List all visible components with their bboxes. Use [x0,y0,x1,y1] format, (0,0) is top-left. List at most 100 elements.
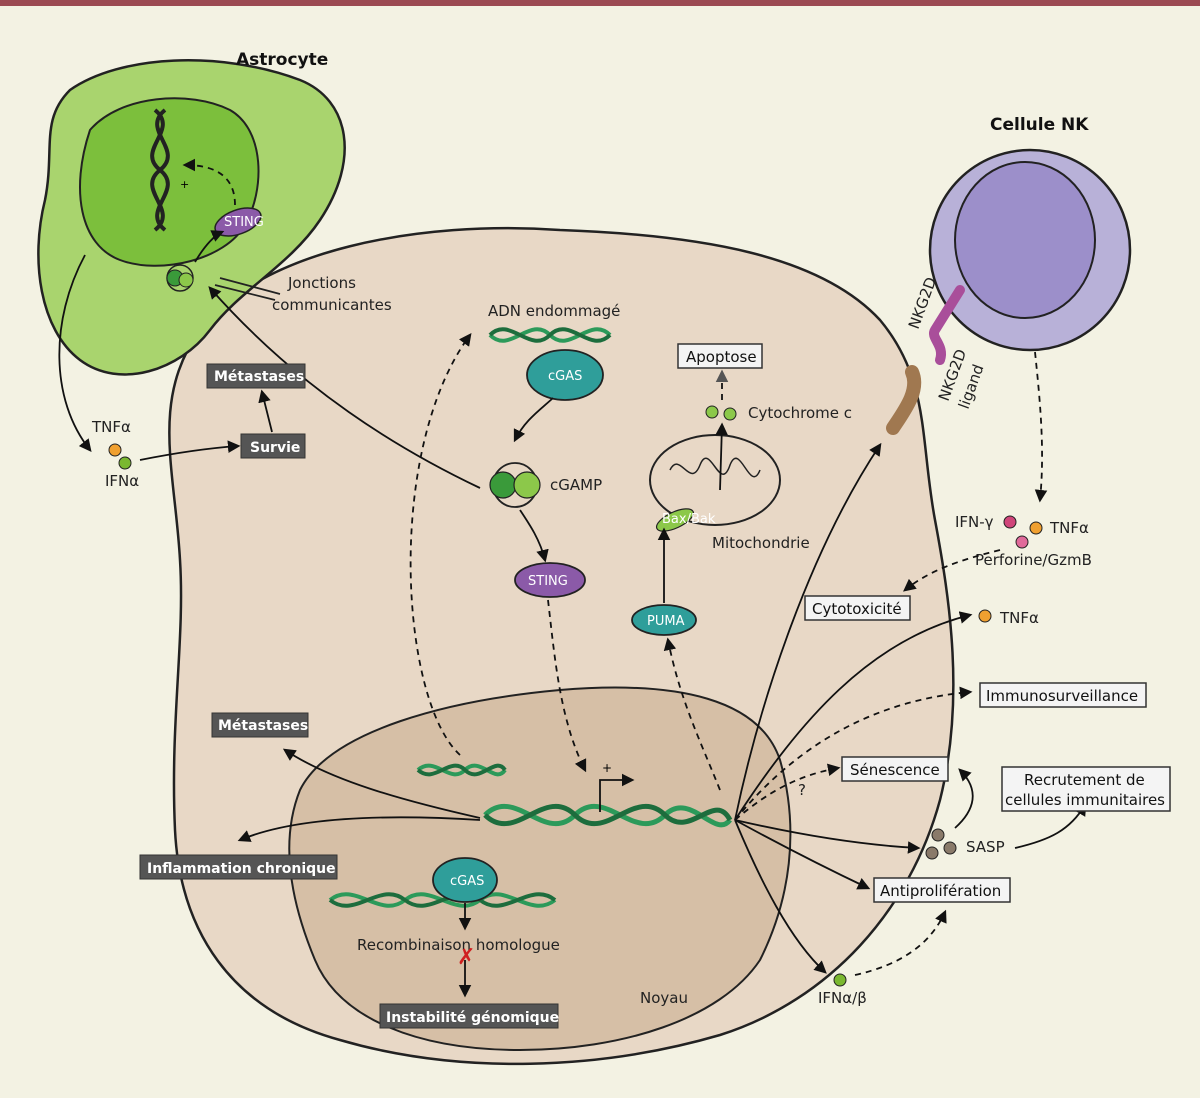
ifn-to-antiproliferation-arrow [854,909,947,976]
svg-text:STING: STING [528,574,568,589]
astro-cgamp-to-sting-arrow [194,230,225,263]
sasp-dot-1 [931,828,945,842]
inflammation-box: Inflammation chronique [139,854,338,880]
ifn-astro-label: IFNα [105,472,139,490]
sasp-label: SASP [966,838,1005,856]
nucleus-label: Noyau [640,989,688,1007]
gap-junction-label-1: Jonctions [287,274,356,292]
damaged-dna-label: ADN endommagé [488,302,620,320]
svg-text:PUMA: PUMA [647,614,685,629]
gap-junction-line [214,284,276,301]
cytotoxicite-box: Cytotoxicité [804,595,911,621]
dna-to-senescence-arrow [734,763,841,821]
gap-junction-arrow [208,286,481,489]
ifn-gamma-dot [1003,515,1017,529]
survie-box: Survie [240,433,306,459]
metastases-astro-box: Métastases [206,363,306,389]
svg-text:cGAS: cGAS [548,369,582,384]
cytokines-to-survie-arrow [139,440,241,461]
survie-to-metastases-arrow [258,389,273,433]
nk-nucleus [954,161,1096,319]
svg-text:Instabilité génomique: Instabilité génomique [386,1010,559,1026]
dna-to-nkg2d-ligand-arrow [734,442,882,821]
tnf-right-dot [978,609,992,623]
senescence-box: Sénescence [841,756,949,782]
sasp-dot-3 [943,841,957,855]
dna-to-tnf-arrow [734,611,973,821]
tnf-astro-dot [108,443,122,457]
ifn-ab-dot [833,973,847,987]
dna-to-immunosurveillance-arrow [734,686,973,821]
sting-main: STING [514,562,586,598]
nk-to-cytotoxicite-arrow [903,549,1001,592]
metastases-main-box: Métastases [211,712,309,738]
baxbak: Bax/Bak [655,508,716,532]
perforin-dot [1015,535,1029,549]
gap-junction-label-2: communicantes [272,296,392,314]
ifn-ab-label: IFNα/β [818,989,867,1007]
svg-text:Antiprolifération: Antiprolifération [880,882,1001,900]
svg-text:Sénescence: Sénescence [850,761,940,779]
svg-text:STING: STING [224,215,264,230]
nucleus [288,686,792,1052]
dna-to-antiproliferation-arrow [734,819,871,890]
dna-to-metastases-arrow [282,748,481,819]
ifn-astro-dot [118,456,132,470]
antiproliferation-box: Antiprolifération [873,877,1011,903]
tnf-astro-label: TNFα [91,418,131,436]
dna-to-sasp-arrow [734,819,921,854]
nk-title: Cellule NK [990,115,1089,135]
cgamp-to-sting-arrow [519,509,549,563]
astrocyte-title: Astrocyte [236,50,328,70]
cytochrome-label: Cytochrome c [748,404,852,422]
astro-sting: STING [214,207,264,237]
svg-text:Métastases: Métastases [214,369,304,385]
immunosurveillance-box: Immunosurveillance [979,682,1147,708]
svg-text:Immunosurveillance: Immunosurveillance [986,687,1138,705]
mito-to-cytochrome-arrow [715,422,728,491]
question-mark: ? [798,781,806,799]
cytochrome-dot-1 [705,405,719,419]
cgas-bottom: cGAS [432,857,498,903]
cytochrome-dot-2 [723,407,737,421]
ifn-gamma-label: IFN-γ [955,513,994,531]
puma: PUMA [631,604,697,636]
svg-text:Bax/Bak: Bax/Bak [662,512,716,527]
cgamp-label: cGAMP [550,476,602,494]
recombination-label: Recombinaison homologue [357,936,560,954]
apoptose-box: Apoptose [677,343,763,369]
svg-text:cellules immunitaires: cellules immunitaires [1005,791,1165,809]
cgamp-main [489,462,541,508]
mitochondria [649,434,781,526]
cgas-to-cgamp-arrow [513,397,554,443]
nk-to-cytokines-arrow [1034,351,1048,503]
recrutement-box: Recrutement de cellules immunitaires [1001,766,1171,812]
svg-text:Survie: Survie [250,440,300,456]
top-border [0,0,1200,6]
svg-text:Métastases: Métastases [218,718,308,734]
astro-plus: + [180,178,189,191]
dna-to-ifn-arrow [734,819,827,974]
tnf-nk-label: TNFα [1049,519,1089,537]
svg-text:Inflammation chronique: Inflammation chronique [147,861,336,877]
perforin-label: Perforine/GzmB [975,551,1092,569]
nkg2d-ligand [886,365,922,435]
tnf-right-label: TNFα [999,609,1039,627]
astro-cgamp [166,264,194,292]
tnf-nk-dot [1029,521,1043,535]
svg-text:Cytotoxicité: Cytotoxicité [812,600,902,618]
block-x-icon: ✗ [457,945,475,970]
cgas-top: cGAS [526,349,604,401]
svg-text:Recrutement de: Recrutement de [1024,771,1145,789]
instabilite-box: Instabilité génomique [379,1003,559,1029]
mitochondria-label: Mitochondrie [712,534,810,552]
svg-text:cGAS: cGAS [450,874,484,889]
dna-to-inflammation-arrow [237,816,481,842]
nkg2d-receptor [929,285,965,365]
transcription-plus: + [602,761,612,775]
astro-to-cytokines-arrow [58,254,92,452]
sting-to-transcription-arrow [547,599,587,773]
transcription-start-arrow [599,773,635,812]
